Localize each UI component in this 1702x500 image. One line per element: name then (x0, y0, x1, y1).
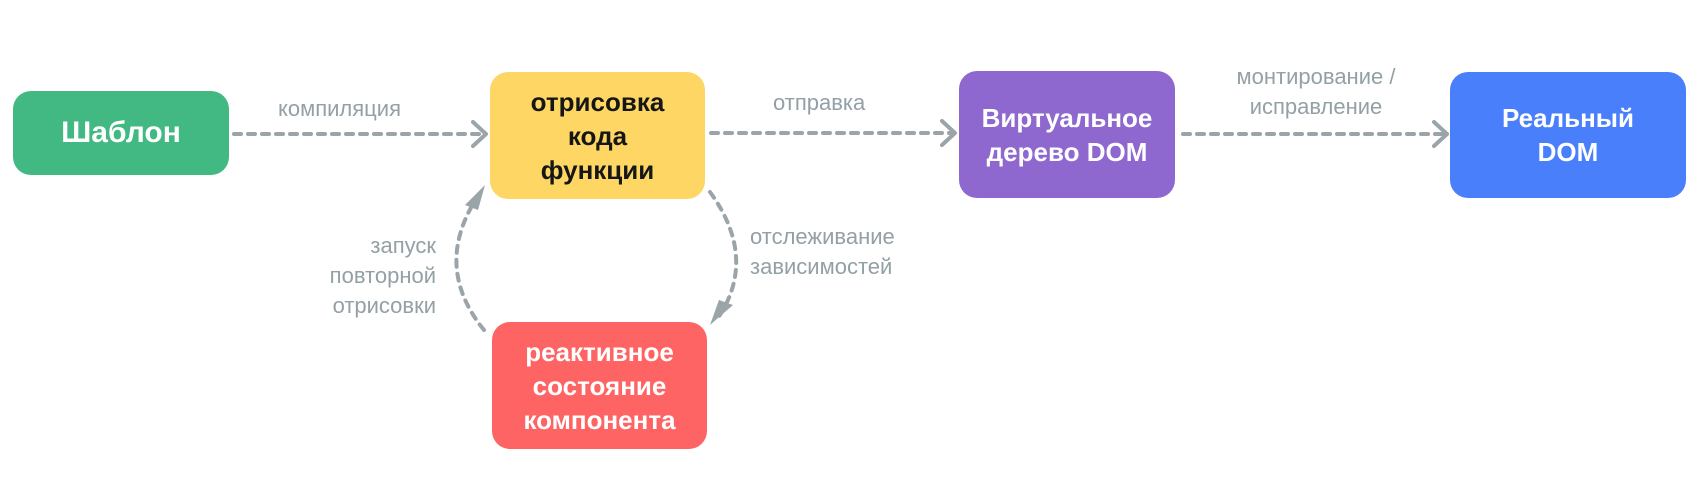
arrowhead-track (710, 300, 733, 325)
arrowhead-compile (471, 120, 488, 148)
template-node-label: Шаблон (61, 116, 181, 149)
edge-rerender (454, 194, 486, 332)
render-function-node-label: отрисовка кода функции (530, 86, 665, 185)
virtual-dom-node: Виртуальное дерево DOM (959, 71, 1175, 198)
render-function-node: отрисовка кода функции (490, 72, 705, 199)
arrowhead-mount (1432, 120, 1449, 148)
send-label: отправка (773, 90, 866, 115)
edge-track (708, 190, 739, 320)
arrowhead-send (940, 119, 957, 147)
track-dependencies-label: отслеживание зависимостей (750, 224, 895, 279)
compile-label: компиляция (278, 96, 401, 121)
reactive-state-node: реактивное состояние компонента (492, 322, 707, 449)
real-dom-node: Реальный DOM (1450, 72, 1686, 198)
trigger-rerender-label: запуск повторной отрисовки (329, 233, 436, 318)
template-node: Шаблон (13, 91, 229, 175)
arrowhead-rerender (465, 185, 485, 210)
reactive-state-node-label: реактивное состояние компонента (523, 336, 676, 435)
real-dom-node-label: Реальный DOM (1501, 103, 1634, 167)
virtual-dom-node-label: Виртуальное дерево DOM (981, 102, 1153, 167)
mount-patch-label: монтирование / исправление (1236, 64, 1396, 119)
